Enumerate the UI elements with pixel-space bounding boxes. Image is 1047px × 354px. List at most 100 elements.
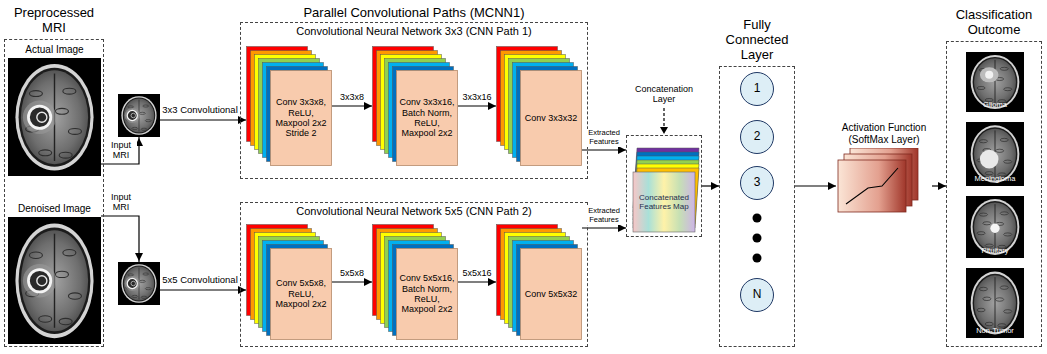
connector-arrow xyxy=(458,281,496,282)
layer-label: Conv 3x3x16, Batch Norm, ReLU, Maxpool 2… xyxy=(398,97,456,138)
sulcus xyxy=(1000,138,1008,141)
edge-label: Input MRI xyxy=(105,140,137,161)
csf-ring xyxy=(973,127,1018,181)
label-holder: Extracted Features xyxy=(584,207,624,226)
sulcus xyxy=(29,252,42,258)
midline xyxy=(995,60,996,104)
sulcus xyxy=(132,295,138,297)
neuron-number: 1 xyxy=(754,82,761,96)
skull xyxy=(121,264,156,303)
label-holder: 3x3x16 xyxy=(459,86,495,104)
scan-background xyxy=(118,262,160,305)
class-caption: Pituitary xyxy=(981,247,1008,256)
group-heading: Preprocessed MRI xyxy=(4,6,104,36)
front-layer xyxy=(521,249,582,340)
text-label: Parallel Convolutional Paths (MCNN1) xyxy=(303,6,524,21)
connector-arrow xyxy=(458,105,496,106)
neuron-number: N xyxy=(753,288,762,302)
ellipsis-dot xyxy=(753,214,762,223)
softmax-panel xyxy=(838,160,906,212)
sulcus xyxy=(977,308,985,312)
skull xyxy=(15,223,93,338)
scan-background xyxy=(966,268,1024,338)
label-holder: 5x5x16 xyxy=(459,262,495,280)
label-holder: Input MRI xyxy=(105,192,137,214)
conv-block: Conv 5x5x32 xyxy=(496,224,582,340)
tumor-mass xyxy=(990,224,999,233)
label-holder: 5x5x8 xyxy=(333,262,371,280)
sulcus xyxy=(128,274,134,276)
sulcus xyxy=(977,232,985,235)
sulcus xyxy=(985,322,993,326)
edge-label: Extracted Features xyxy=(584,129,624,146)
edema xyxy=(125,108,140,123)
tumor-mass xyxy=(980,150,999,169)
class-caption: Meningioma xyxy=(975,175,1016,184)
label-holder: Input MRI xyxy=(105,140,137,162)
mri-scan xyxy=(8,58,101,177)
group-heading: Classification Outcome xyxy=(946,8,1042,38)
sulcus xyxy=(1004,310,1012,314)
sulcus xyxy=(59,318,72,324)
scan-background xyxy=(8,58,101,177)
text-label: 5x5 Convolutional xyxy=(162,275,238,286)
neuron-circle: 3 xyxy=(740,166,774,200)
sulcus xyxy=(143,105,149,107)
group-heading: Fully Connected Layer xyxy=(719,18,795,63)
mri-image: Non-Tumor xyxy=(966,268,1024,338)
conv-block: Conv 3x3x16, Batch Norm, ReLU, Maxpool 2… xyxy=(372,46,458,166)
csf-ring xyxy=(19,227,91,334)
label-holder: Concatenation Layer xyxy=(627,84,701,106)
front-layer xyxy=(271,71,332,166)
layer-label: Conv 5x5x16, Batch Norm, ReLU, Maxpool 2… xyxy=(398,273,456,314)
layer-label: Conv 3x3x8, ReLU, Maxpool 2x2 Stride 2 xyxy=(272,97,330,138)
tumor-ring xyxy=(28,106,50,128)
sulcus xyxy=(1004,233,1012,236)
edge-label: Extracted Features xyxy=(584,207,624,224)
sulcus xyxy=(128,106,134,108)
tumor-core xyxy=(131,113,136,118)
label-holder: Parallel Convolutional Paths (MCNN1) xyxy=(254,3,574,21)
arrow-head xyxy=(660,127,668,134)
group-frame: Convolutional Neural Network 3x3 (CNN Pa… xyxy=(240,22,588,179)
conv-block: Conv 5x5x16, Batch Norm, ReLU, Maxpool 2… xyxy=(372,224,458,340)
csf-ring xyxy=(973,201,1018,253)
tumor-core xyxy=(37,275,47,285)
edge-label: 3x3x16 xyxy=(462,92,491,102)
sulcus xyxy=(143,273,149,275)
connector-arrow xyxy=(582,149,626,150)
concat-block: Concatenated Features Map xyxy=(626,135,702,237)
connector-arrow xyxy=(932,185,946,186)
scan-background xyxy=(966,52,1024,112)
brain-tissue xyxy=(21,230,88,331)
scan-background xyxy=(8,217,101,345)
sulcus xyxy=(996,149,1004,152)
softmax-block: Activation Function (SoftMax Layer) xyxy=(836,122,932,214)
concatenated-map xyxy=(633,172,695,232)
sulcus xyxy=(132,127,138,129)
label-holder: 3x3x8 xyxy=(333,86,371,104)
mri-image: Denoised Image xyxy=(8,203,101,344)
brain-tissue xyxy=(974,129,1016,180)
mri-scan xyxy=(8,217,101,345)
skull xyxy=(971,55,1020,109)
sulcus xyxy=(39,315,52,321)
scan-background xyxy=(118,94,160,137)
brain-tissue xyxy=(124,266,154,300)
scan-background xyxy=(966,122,1024,186)
neuron-number: 2 xyxy=(754,130,761,144)
sulcus xyxy=(59,152,72,158)
sulcus xyxy=(1000,67,1008,70)
group-frame: Convolutional Neural Network 5x5 (CNN Pa… xyxy=(240,202,588,347)
front-layer xyxy=(397,249,458,340)
csf-ring xyxy=(19,67,91,166)
connector-arrow xyxy=(332,105,372,106)
edge-label: Input MRI xyxy=(105,192,137,213)
csf-ring xyxy=(123,98,155,134)
sulcus xyxy=(983,222,991,225)
map-label: Concatenated Features Map xyxy=(634,193,694,211)
edge-label: 3x3x8 xyxy=(340,92,364,102)
